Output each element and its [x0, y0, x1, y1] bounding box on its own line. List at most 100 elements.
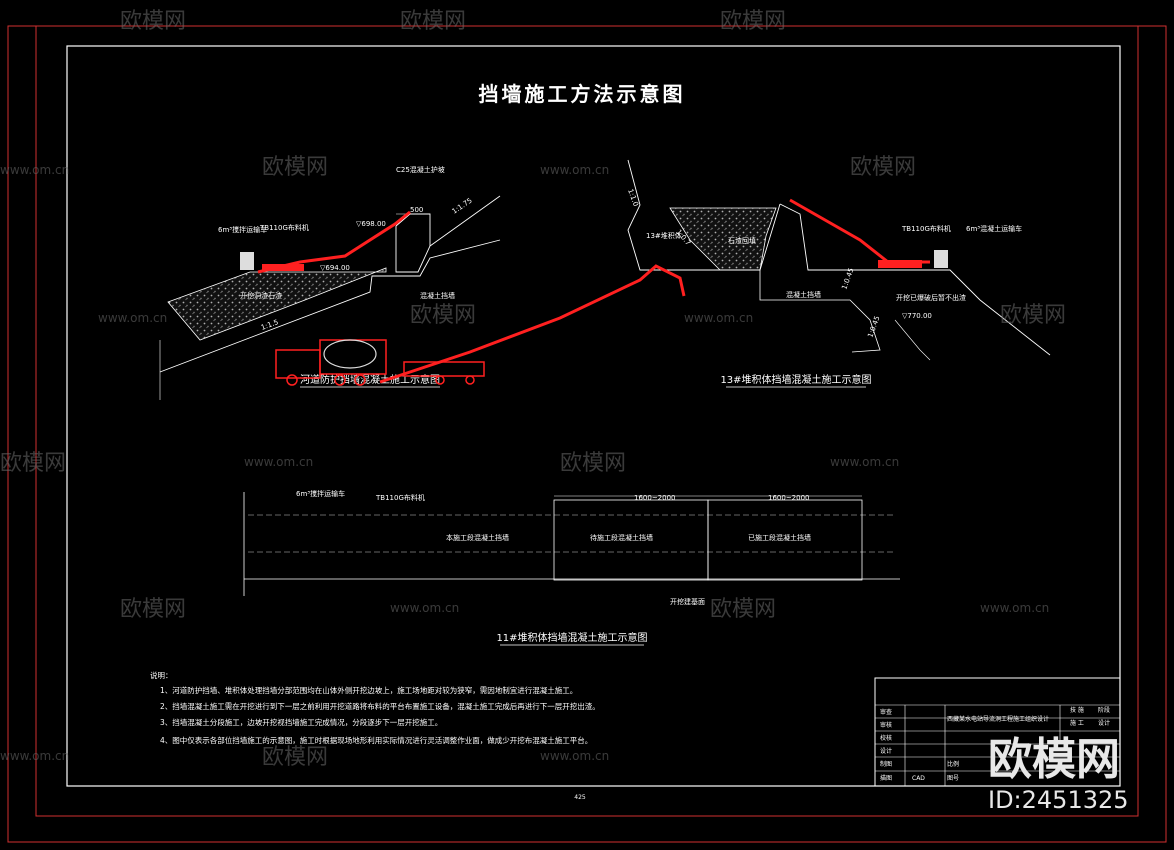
figure-pile13-wall: 1:1.0 13#堆积体 石渣回填 1:0.7 TB110G布料机 6m³混凝土… [626, 159, 1051, 388]
label-pump: TB110G布料机 [901, 224, 951, 233]
tb-role-5: 制图 [880, 760, 892, 768]
label-fill: 石渣回填 [728, 236, 756, 245]
watermark-brand: 欧模网 [262, 155, 328, 180]
page-number: 425 [574, 794, 586, 801]
watermark-brand: 欧模网 [120, 597, 186, 622]
watermark-brand: 欧模网 [560, 451, 626, 476]
tb-role-4: 设计 [880, 747, 892, 755]
tb-right-1: 施 工 [1070, 719, 1084, 727]
note-4: 4、图中仅表示各部位挡墙施工的示意图，施工时根据现场地形利用实际情况进行灵活调整… [160, 735, 592, 745]
label-base: 开挖建基面 [670, 597, 705, 606]
tb-right-2: 设计 [1098, 719, 1110, 727]
watermark-url: www.om.cn [540, 163, 609, 177]
caption-fig3: 11#堆积体挡墙混凝土施工示意图 [496, 631, 647, 644]
label-current: 本施工段混凝土挡墙 [446, 533, 509, 542]
label-pump: TB110G布料机 [259, 223, 309, 232]
excavation-line [159, 239, 501, 373]
label-elev-low: ▽694.00 [320, 264, 350, 272]
pump-base [262, 264, 304, 271]
lower-excavation [759, 270, 881, 353]
caption-fig1: 河道防护挡墙混凝土施工示意图 [300, 373, 440, 386]
drawing-title: 挡墙施工方法示意图 [479, 82, 686, 106]
note-3: 3、挡墙混凝土分段施工，边坡开挖视挡墙施工完成情况，分段逐步下一层开挖施工。 [160, 717, 442, 727]
watermark-id: ID:2451325 [988, 786, 1129, 814]
tb-role-6: 描图 [880, 774, 892, 782]
right-slope [779, 203, 1051, 356]
sheet-border [35, 25, 1139, 817]
mixer-truck [240, 252, 254, 270]
label-elev: ▽770.00 [902, 312, 932, 320]
mixer-truck [275, 339, 387, 386]
tb-role-2: 审核 [880, 721, 892, 729]
pump-boom [257, 210, 411, 274]
tb-role-1: 审查 [880, 708, 892, 716]
wall-section [395, 213, 431, 273]
tb-project: 西藏某水电站导流洞工程施工组织设计 [947, 715, 1049, 723]
notes-block: 说明： 1、河道防护挡墙、堆积体处理挡墙分部范围均在山体外侧开挖边坡上，施工场地… [150, 670, 600, 745]
watermark-brand: 欧模网 [400, 9, 466, 34]
tb-drawing-no-label: 图号 [947, 775, 959, 782]
label-note: 开挖已爆破后暂不出渣 [896, 293, 966, 302]
drawing-frame [66, 45, 1121, 787]
done-segment [707, 499, 863, 581]
note-1: 1、河道防护挡墙、堆积体处理挡墙分部范围均在山体外侧开挖边坡上，施工场地距对较为… [160, 685, 577, 695]
watermark-url: www.om.cn [244, 455, 313, 469]
tb-role-3: 校核 [880, 734, 892, 742]
pump-base [878, 260, 922, 268]
tb-scale-label: 比例 [947, 760, 959, 768]
watermark-brand: 欧模网 [120, 9, 186, 34]
tb-header-2: 阶段 [1098, 706, 1110, 714]
watermark-url: www.om.cn [0, 163, 69, 177]
tb-date-value: CAD [912, 775, 925, 782]
label-truck: 6m³混凝土运输车 [966, 224, 1022, 233]
watermark-brand: 欧模网 [720, 9, 786, 34]
figure-river-wall: 6m³搅拌运输车 TB110G布料机 C25混凝土护坡 ▽698.00 ▽694… [159, 165, 501, 400]
watermark-brand: 欧模网 [710, 597, 776, 622]
label-dim1: 1600~2000 [634, 494, 676, 502]
label-slope-low: 1:0.45 [840, 267, 855, 291]
label-wall: 混凝土挡墙 [420, 291, 455, 300]
watermark-url: www.om.cn [0, 749, 69, 763]
notes-title: 说明： [150, 670, 173, 680]
label-next: 待施工段混凝土挡墙 [590, 533, 653, 542]
watermark-url: www.om.cn [390, 601, 459, 615]
watermark-brand: 欧模网 [410, 303, 476, 328]
label-done: 已施工段混凝土挡墙 [748, 533, 811, 542]
label-wall: 混凝土挡墙 [786, 290, 821, 299]
left-slope [627, 159, 781, 271]
watermark-url: www.om.cn [830, 455, 899, 469]
watermark-brand-large: 欧模网 [988, 734, 1120, 785]
label-slope: 1:1.75 [451, 196, 474, 215]
watermark-url: www.om.cn [684, 311, 753, 325]
watermark-url: www.om.cn [980, 601, 1049, 615]
lower-line [894, 319, 931, 361]
watermark-brand: 欧模网 [0, 451, 66, 476]
concrete-pump [379, 264, 686, 385]
note-2: 2、挡墙混凝土施工需在开挖进行到下一层之前利用开挖道路将布料的平台布置施工设备，… [160, 701, 600, 711]
watermark-url: www.om.cn [98, 311, 167, 325]
tb-header-1: 技 施 [1070, 706, 1084, 714]
label-truck: 6m³搅拌运输车 [218, 225, 267, 234]
watermark-url: www.om.cn [540, 749, 609, 763]
watermark-brand: 欧模网 [850, 155, 916, 180]
label-cover: C25混凝土护坡 [396, 165, 445, 174]
label-dim2: 1600~2000 [768, 494, 810, 502]
label-elev-top: ▽698.00 [356, 220, 386, 228]
watermark-brand: 欧模网 [1000, 303, 1066, 328]
cover-slope [429, 195, 501, 247]
label-truck: 6m³搅拌运输车 [296, 489, 345, 498]
pump-boom [379, 264, 686, 384]
caption-fig2: 13#堆积体挡墙混凝土施工示意图 [720, 373, 871, 386]
watermark-layer: 欧模网 欧模网 欧模网 www.om.cn 欧模网 www.om.cn 欧模网 … [0, 9, 1129, 814]
label-pile: 13#堆积体 [646, 231, 682, 240]
figure-pile11-wall: 6m³搅拌运输车 TB110G布料机 本施工段混凝土挡墙 待施工段混凝土挡墙 已… [243, 264, 900, 646]
mixer-truck [934, 250, 948, 268]
rock-fill-area [167, 267, 387, 341]
watermark-brand: 欧模网 [262, 745, 328, 770]
label-width: 500 [410, 206, 423, 214]
label-slope-top: 1:1.0 [626, 188, 640, 208]
label-rock: 开挖洞渣石渣 [240, 291, 282, 300]
title-block: 技 施 阶段 施 工 设计 审查 审核 校核 设计 制图 描图 西藏某水电站导流… [874, 677, 1121, 787]
label-pump: TB110G布料机 [375, 493, 425, 502]
